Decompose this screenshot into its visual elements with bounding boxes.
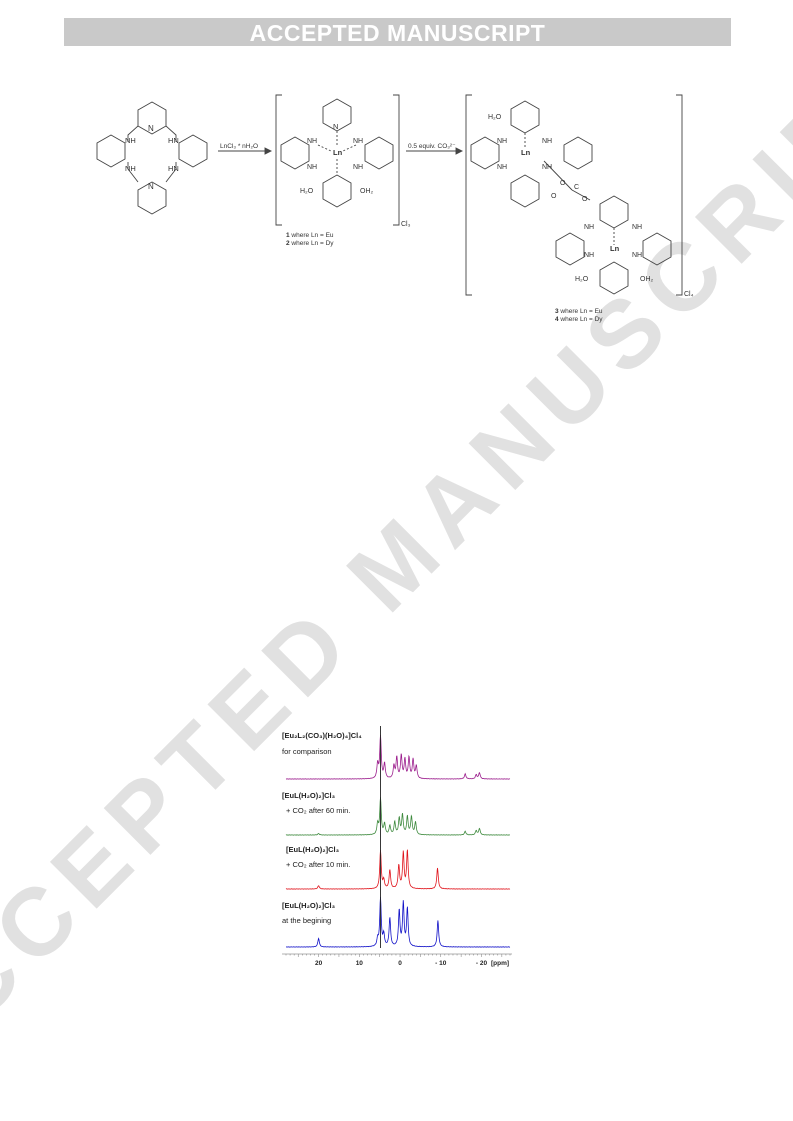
dimer-counterion: Cl₄ (684, 291, 694, 298)
trace-0-note: for comparison (282, 747, 332, 756)
ppm-tick-label: - 20 (476, 960, 488, 967)
complex1-caption-2: 2 where Ln = Dy (286, 240, 334, 247)
mononuclear-complex-structure (280, 98, 394, 208)
trace-2-formula: [EuL(H₂O)₂]Cl₃ (286, 845, 340, 854)
dimer-nh-2: NH (542, 138, 552, 145)
dimer-caption-3: 3 where Ln = Eu (555, 308, 603, 315)
ppm-tick-label: - 10 (435, 960, 447, 967)
dimer-ln-bottom: Ln (610, 244, 620, 253)
trace-1-note: + CO₂ after 60 min. (286, 806, 350, 815)
dimer-o-3: O (582, 196, 588, 203)
ppm-tick-label: 20 (315, 960, 323, 967)
trace-label-3: [EuL(H₂O)₂]Cl₃ at the begining (282, 901, 336, 925)
free-ligand-structure (96, 101, 208, 215)
spectrum-trace-2 (285, 849, 511, 890)
dimer-water-top: H₂O (488, 114, 502, 121)
dimer-nh-8: NH (632, 252, 642, 259)
dimer-nh-3: NH (497, 164, 507, 171)
dimer-ln-top: Ln (521, 148, 531, 157)
reaction-scheme: N N NH HN NH HN LnCl₃ * nH₂O Ln N NH NH … (96, 94, 694, 323)
dimer-nh-4: NH (542, 164, 552, 171)
trace-label-1: [EuL(H₂O)₂]Cl₃ + CO₂ after 60 min. (282, 791, 350, 815)
dimer-c: C (574, 184, 579, 191)
spectrum-trace-0 (285, 734, 511, 780)
complex1-nh-tr: NH (353, 138, 363, 145)
trace-1-formula: [EuL(H₂O)₂]Cl₃ (282, 791, 336, 800)
ligand-nh-bottom-left: NH (125, 164, 136, 173)
dimer-water-left: H₂O (575, 276, 589, 283)
complex1-ln: Ln (333, 148, 343, 157)
banner-text: ACCEPTED MANUSCRIPT (249, 20, 546, 46)
ligand-hn-top-right: HN (168, 136, 179, 145)
complex1-nh-br: NH (353, 164, 363, 171)
ppm-tick-label: 10 (356, 960, 364, 967)
ppm-axis-ticks: 20 10 0 - 10 - 20 (285, 954, 511, 967)
ligand-n-top: N (148, 124, 154, 133)
complex1-n: N (333, 122, 338, 131)
dimer-o-2: O (551, 193, 557, 200)
spectrum-trace-1 (285, 797, 511, 836)
dinuclear-carbonate-complex-structure (470, 100, 672, 295)
dimer-nh-5: NH (584, 224, 594, 231)
trace-3-note: at the begining (282, 916, 331, 925)
ligand-nh-top-left: NH (125, 136, 136, 145)
trace-label-0: [Eu₂L₂(CO₃)(H₂O)₄]Cl₄ for comparison (282, 731, 362, 756)
arrow2-label: 0.5 equiv. CO₃²⁻ (408, 143, 456, 150)
arrow1-label: LnCl₃ * nH₂O (220, 143, 258, 150)
trace-2-note: + CO₂ after 10 min. (286, 860, 350, 869)
ligand-hn-bottom-right: HN (168, 164, 179, 173)
dimer-caption-4: 4 where Ln = Dy (555, 316, 603, 323)
complex1-nh-bl: NH (307, 164, 317, 171)
dimer-o-1: O (560, 180, 566, 187)
spectra-traces (285, 726, 511, 948)
complex1-water-right: OH₂ (360, 188, 374, 195)
dimer-nh-1: NH (497, 138, 507, 145)
ppm-axis-unit: [ppm] (491, 960, 509, 967)
dimer-nh-6: NH (632, 224, 642, 231)
ligand-n-bottom: N (148, 182, 154, 191)
trace-3-formula: [EuL(H₂O)₂]Cl₃ (282, 901, 336, 910)
complex1-water-left: H₂O (300, 188, 314, 195)
ppm-tick-label: 0 (398, 960, 402, 967)
trace-0-formula: [Eu₂L₂(CO₃)(H₂O)₄]Cl₄ (282, 731, 362, 740)
dimer-water-right: OH₂ (640, 276, 654, 283)
dimer-nh-7: NH (584, 252, 594, 259)
nmr-spectra-figure: [Eu₂L₂(CO₃)(H₂O)₄]Cl₄ for comparison [Eu… (282, 726, 512, 967)
complex1-caption-1: 1 where Ln = Eu (286, 232, 334, 239)
trace-label-2: [EuL(H₂O)₂]Cl₃ + CO₂ after 10 min. (286, 845, 350, 869)
spectrum-trace-3 (285, 896, 511, 948)
accepted-manuscript-banner: ACCEPTED MANUSCRIPT (64, 18, 731, 46)
complex1-nh-tl: NH (307, 138, 317, 145)
complex1-counterion: Cl₃ (401, 221, 411, 228)
